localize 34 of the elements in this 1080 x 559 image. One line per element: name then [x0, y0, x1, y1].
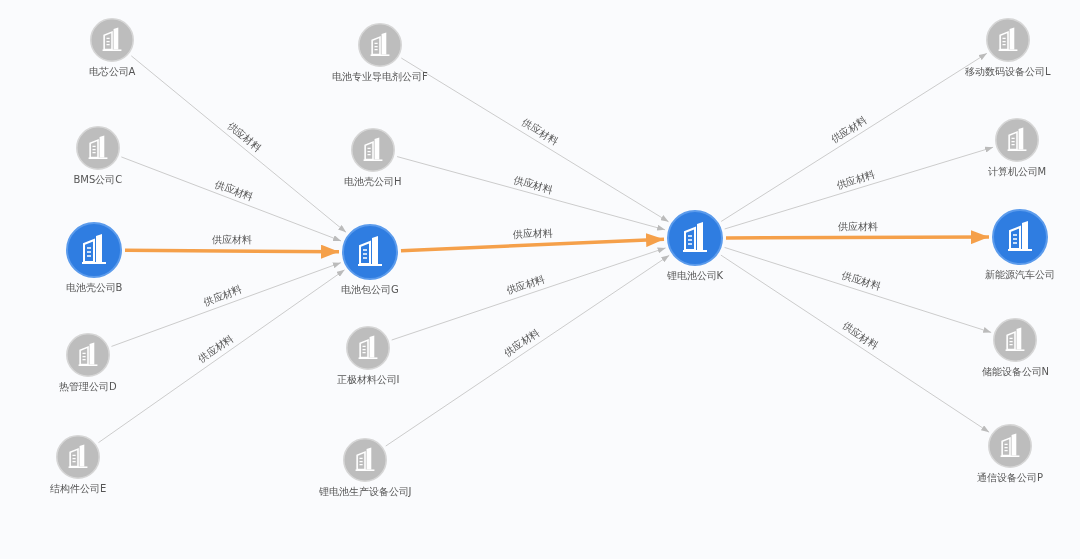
company-name: 新能源汽车公司: [985, 268, 1055, 282]
company-name: 正极材料公司I: [336, 373, 400, 387]
company-name: 通信设备公司P: [977, 471, 1044, 485]
arrow: [720, 254, 990, 433]
arrow: [130, 55, 347, 233]
arrow: [125, 244, 339, 259]
company-name: 移动数码设备公司L: [965, 65, 1051, 79]
arrow: [400, 233, 665, 253]
company-name: 电池壳公司B: [65, 281, 123, 295]
arrow: [396, 156, 666, 231]
arrow: [120, 156, 342, 242]
edge-label: 供应材料: [209, 233, 255, 247]
company-name: 计算机公司M: [987, 165, 1047, 179]
company-name: 电池专业导电剂公司F: [332, 70, 428, 84]
company-name: 电池包公司G: [341, 283, 399, 297]
company-name: BMS公司C: [73, 173, 123, 187]
arrow: [400, 57, 670, 223]
company-name: 电芯公司A: [88, 65, 136, 79]
company-name: 热管理公司D: [59, 380, 117, 394]
arrow: [724, 146, 994, 230]
company-name: 储能设备公司N: [981, 365, 1049, 379]
arrow: [111, 262, 342, 347]
company-name: 锂电池公司K: [666, 269, 724, 283]
arrow: [391, 247, 667, 341]
arrow: [726, 230, 989, 245]
arrow: [385, 254, 670, 447]
arrow: [720, 52, 988, 222]
company-name: 电池壳公司H: [344, 175, 402, 189]
company-name: 锂电池生产设备公司J: [318, 485, 412, 499]
arrow: [97, 269, 346, 444]
arrow: [724, 246, 992, 333]
edge-label: 供应材料: [510, 227, 555, 241]
edge-label: 供应材料: [835, 220, 880, 233]
company-name: 结构件公司E: [50, 482, 107, 496]
